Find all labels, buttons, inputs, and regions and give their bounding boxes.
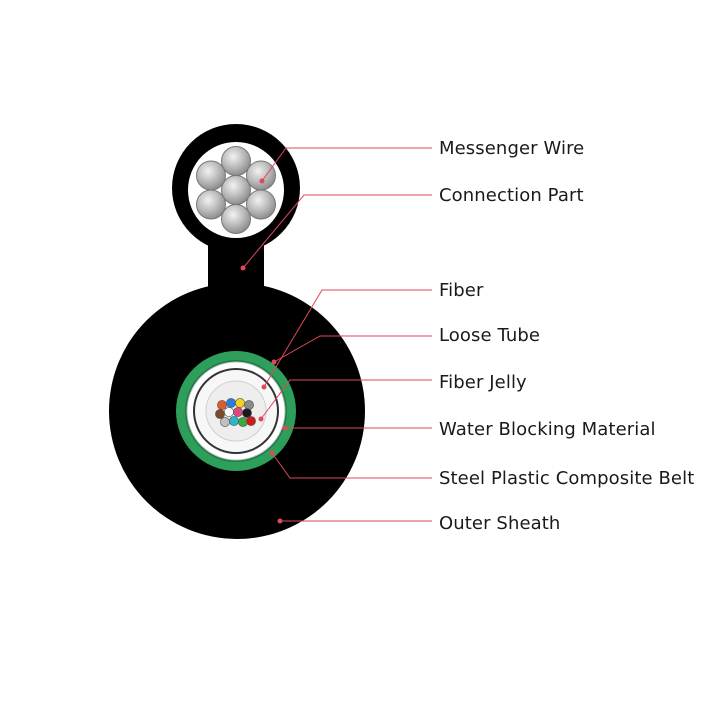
label-outer-sheath: Outer Sheath xyxy=(439,513,561,534)
steel-strand xyxy=(221,204,251,234)
leader-dot xyxy=(261,384,267,390)
leader-dot xyxy=(258,416,264,422)
leader-line-loose-tube xyxy=(273,335,432,363)
fiber-strand xyxy=(229,416,239,426)
fiber-strand xyxy=(215,409,225,419)
fiber-strand xyxy=(226,398,236,408)
leader-dot xyxy=(240,265,246,271)
leader-line-messenger-wire xyxy=(261,147,432,182)
leader-line-fiber-jelly xyxy=(260,379,432,420)
steel-strand xyxy=(196,160,226,191)
fiber-strand xyxy=(244,400,254,410)
leader-lines xyxy=(242,147,432,522)
label-fiber: Fiber xyxy=(439,280,484,301)
leader-line-fiber xyxy=(263,289,432,388)
steel-strand xyxy=(221,146,251,176)
label-fiber-jelly: Fiber Jelly xyxy=(439,372,527,393)
label-loose-tube: Loose Tube xyxy=(439,325,541,346)
cable-body xyxy=(109,283,365,539)
fiber-strand xyxy=(217,400,227,410)
fiber-strand xyxy=(233,407,243,417)
leader-dot xyxy=(269,450,275,456)
label-messenger-wire: Messenger Wire xyxy=(439,138,585,159)
leader-line-connection-part xyxy=(242,194,432,269)
fiber-strand xyxy=(224,407,234,417)
leader-dot xyxy=(282,425,288,431)
leader-dots xyxy=(240,178,288,524)
steel-strand xyxy=(221,175,251,205)
fiber-strand xyxy=(242,408,252,418)
leader-dot xyxy=(277,518,283,524)
fiber-strand xyxy=(220,417,230,427)
label-steel-plastic-composite-belt: Steel Plastic Composite Belt xyxy=(439,468,695,489)
steel-strand xyxy=(246,160,276,191)
label-water-blocking-material: Water Blocking Material xyxy=(439,419,656,440)
label-connection-part: Connection Part xyxy=(439,185,584,206)
steel-strand xyxy=(246,189,276,220)
leader-dot xyxy=(271,359,277,365)
fiber-strand xyxy=(235,398,245,408)
messenger-section xyxy=(172,124,300,302)
leader-dot xyxy=(259,178,265,184)
leader-line-steel-belt xyxy=(271,452,432,479)
steel-strand xyxy=(196,189,226,220)
steel-strands xyxy=(196,146,276,234)
fiber-bundle xyxy=(215,398,256,427)
fiber-strand xyxy=(246,416,256,426)
